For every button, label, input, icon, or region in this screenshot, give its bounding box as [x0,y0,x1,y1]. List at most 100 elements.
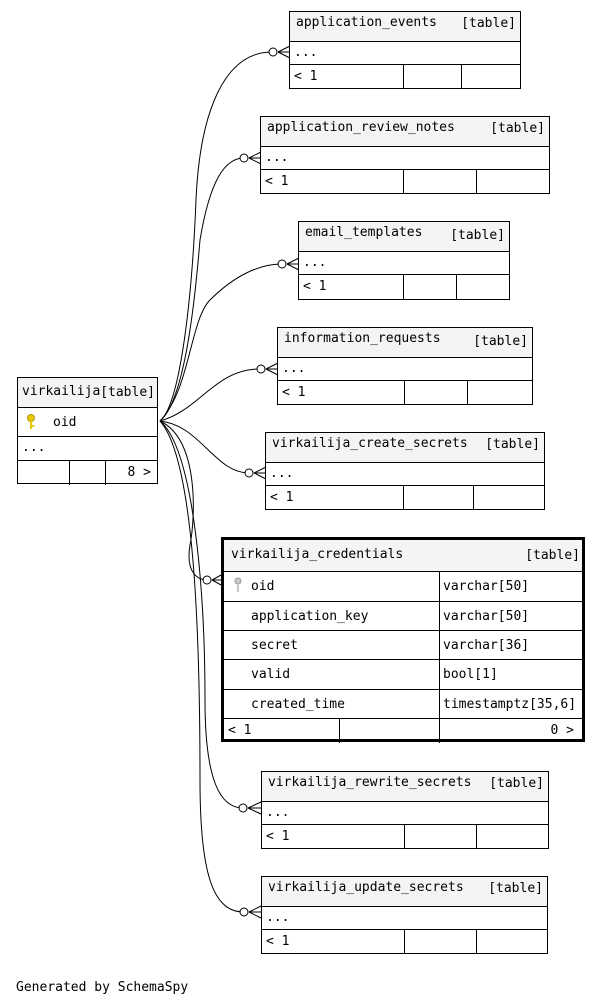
crows-foot [277,45,291,59]
columns-collapsed: ... [261,147,549,170]
table-kind: [table] [490,121,545,136]
column-row[interactable]: oid [18,408,157,437]
parents-count[interactable]: < 1 [266,486,404,510]
footer-spacer [477,930,547,954]
table-application-review-notes[interactable]: application_review_notes [table] ... < 1 [260,116,550,194]
columns-collapsed: ... [266,463,544,486]
table-header: application_review_notes [table] [261,117,549,147]
optional-marker [268,47,278,57]
table-virkailija-rewrite-secrets[interactable]: virkailija_rewrite_secrets [table] ... <… [261,771,549,849]
footer-spacer [474,486,544,510]
table-name[interactable]: virkailija_credentials [231,547,404,562]
table-footer: 8 > [18,461,157,485]
parents-count[interactable]: < 1 [262,825,405,849]
table-header: information_requests [table] [278,328,532,358]
column-divider [439,660,440,689]
table-name[interactable]: virkailija_create_secrets [272,436,468,451]
column-type: varchar[36] [443,638,530,653]
edge-application-events [159,51,273,422]
table-footer: < 1 [262,930,547,954]
table-kind: [table] [473,334,528,349]
table-kind: [table] [450,228,505,243]
footer-spacer [404,275,457,299]
foreign-key-icon [234,577,242,592]
table-header: application_events [table] [290,12,520,42]
footer-spacer [404,170,477,194]
edge-application-review-notes [159,157,245,422]
footer-spacer [405,930,477,954]
column-row[interactable]: valid bool[1] [224,660,582,690]
children-count[interactable]: 8 > [127,465,151,480]
table-header: virkailija_create_secrets [table] [266,433,544,463]
footer-spacer [462,65,520,89]
table-kind: [table] [461,16,516,31]
column-type: varchar[50] [443,579,530,594]
parents-count[interactable]: < 1 [261,170,404,194]
columns-collapsed: ... [290,42,520,65]
edge-email-templates [159,263,283,422]
parents-count[interactable]: < 1 [224,719,340,743]
table-name[interactable]: application_events [296,15,437,30]
table-footer: < 1 0 > [224,719,582,743]
column-type: timestamptz[35,6] [443,697,577,712]
table-information-requests[interactable]: information_requests [table] ... < 1 [277,327,533,405]
column-divider [439,572,440,601]
optional-marker [202,575,212,585]
table-name[interactable]: information_requests [284,331,441,346]
table-name[interactable]: virkailija_update_secrets [268,880,464,895]
parents-count[interactable]: < 1 [299,275,404,299]
optional-marker [277,259,287,269]
column-row[interactable]: created_time timestamptz[35,6] [224,690,582,719]
table-virkailija-create-secrets[interactable]: virkailija_create_secrets [table] ... < … [265,432,545,510]
footer-spacer [477,170,549,194]
edge-virkailija-rewrite-secrets [159,420,244,809]
column-row[interactable]: secret varchar[36] [224,631,582,660]
parents-count[interactable]: < 1 [290,65,404,89]
parents-count [18,461,70,485]
table-footer: < 1 [290,65,520,89]
generated-by-label: Generated by SchemaSpy [16,980,189,995]
footer-spacer [468,381,532,405]
children-count[interactable]: 0 > [550,723,574,738]
table-email-templates[interactable]: email_templates [table] ... < 1 [298,221,510,300]
footer-spacer [340,719,440,743]
table-virkailija[interactable]: virkailija [table] oid ... 8 > [17,377,158,485]
footer-spacer [457,275,509,299]
column-name: secret [251,638,298,653]
parents-count[interactable]: < 1 [278,381,405,405]
parents-count[interactable]: < 1 [262,930,405,954]
table-name[interactable]: virkailija [22,384,101,399]
column-divider [439,602,440,630]
footer-spacer [70,461,106,485]
crows-foot [265,362,279,376]
table-kind: [table] [100,385,155,400]
columns-collapsed: ... [299,252,509,275]
table-virkailija-update-secrets[interactable]: virkailija_update_secrets [table] ... < … [261,876,548,954]
table-application-events[interactable]: application_events [table] ... < 1 [289,11,521,89]
column-name: application_key [251,609,369,624]
table-name[interactable]: email_templates [305,225,423,240]
table-name[interactable]: application_review_notes [267,120,455,135]
column-divider [439,631,440,659]
table-footer: < 1 [266,486,544,510]
primary-key-icon [27,414,35,429]
table-virkailija-credentials[interactable]: virkailija_credentials [table] oid varch… [221,537,585,743]
columns-collapsed: ... [278,358,532,381]
table-footer: < 1 [278,381,532,405]
table-kind: [table] [525,548,580,563]
column-type: bool[1] [443,667,498,682]
optional-marker [256,364,266,374]
column-row[interactable]: application_key varchar[50] [224,602,582,631]
footer-spacer [405,381,468,405]
optional-marker [239,153,249,163]
footer-spacer [404,486,474,510]
column-name: valid [251,667,291,682]
table-name[interactable]: virkailija_rewrite_secrets [268,775,472,790]
column-row[interactable]: oid varchar[50] [224,572,582,602]
edge-virkailija-update-secrets [159,420,245,913]
crows-foot [253,466,267,480]
table-footer: < 1 [261,170,549,194]
table-header: virkailija_credentials [table] [224,540,582,572]
edge-virkailija-create-secrets [159,420,250,474]
